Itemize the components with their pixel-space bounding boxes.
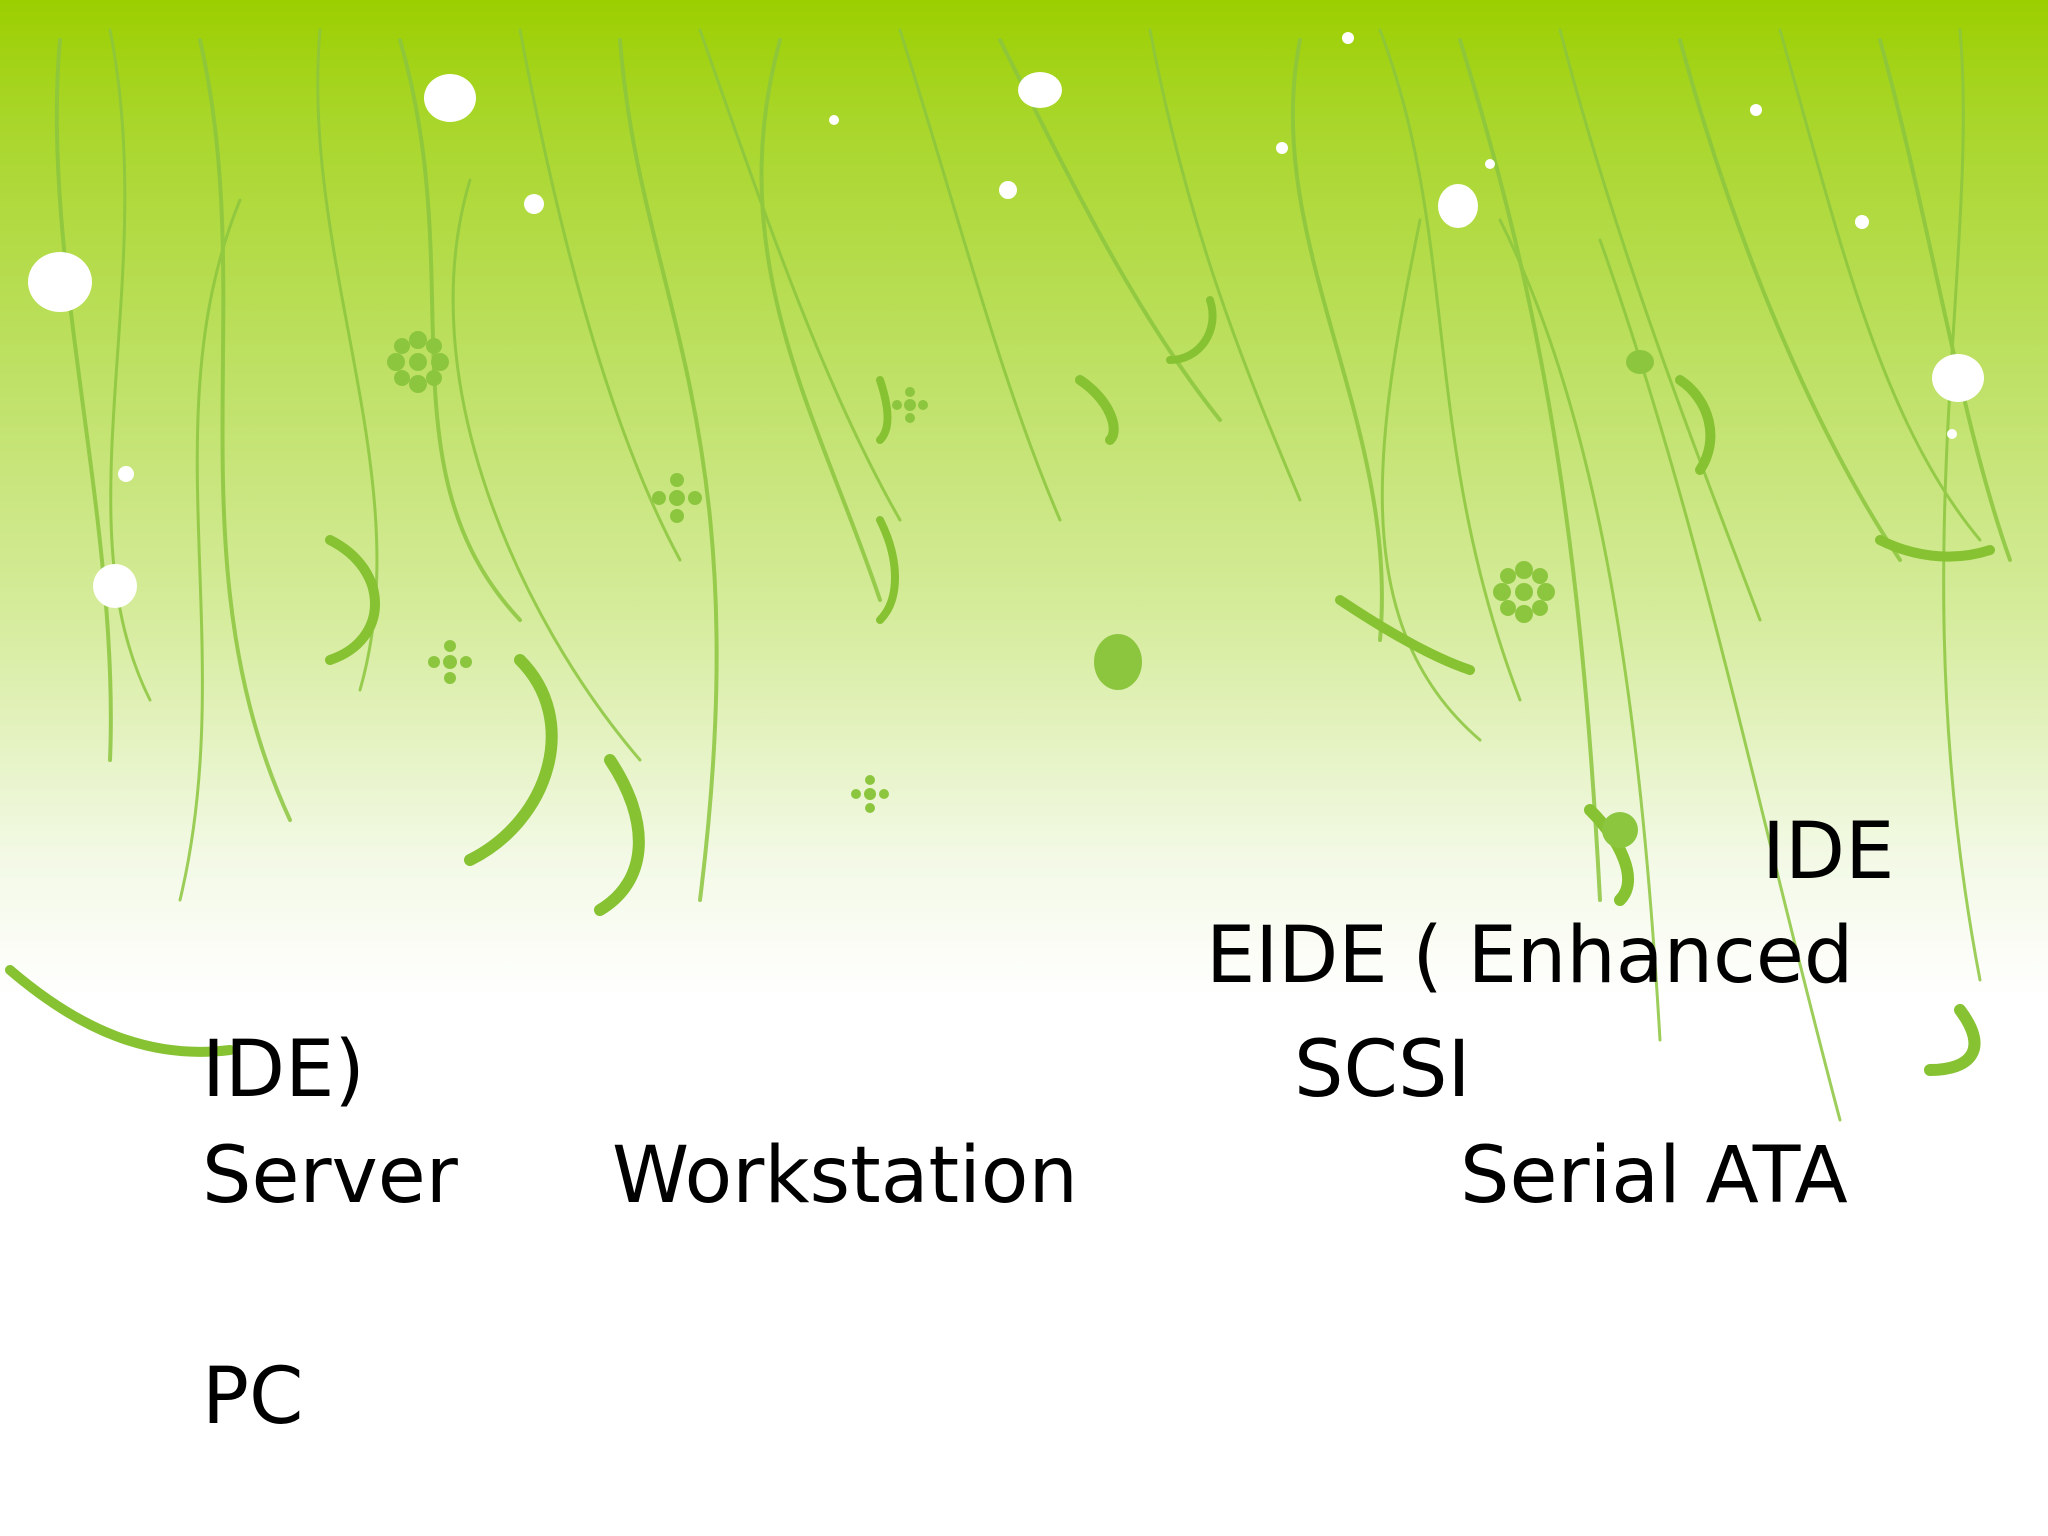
text-line-server: Server [202,1131,458,1221]
text-line-pc: PC [202,1352,304,1442]
text-line-ide: IDE [1762,807,1895,897]
text-line-scsi: SCSI [1294,1025,1471,1115]
text-line-eide-enhanced: EIDE ( Enhanced [1206,911,1854,1001]
text-line-serial-ata: Serial ATA [1460,1131,1848,1221]
text-line-ide-closing: IDE) [202,1025,365,1115]
text-line-workstation: Workstation [612,1131,1078,1221]
